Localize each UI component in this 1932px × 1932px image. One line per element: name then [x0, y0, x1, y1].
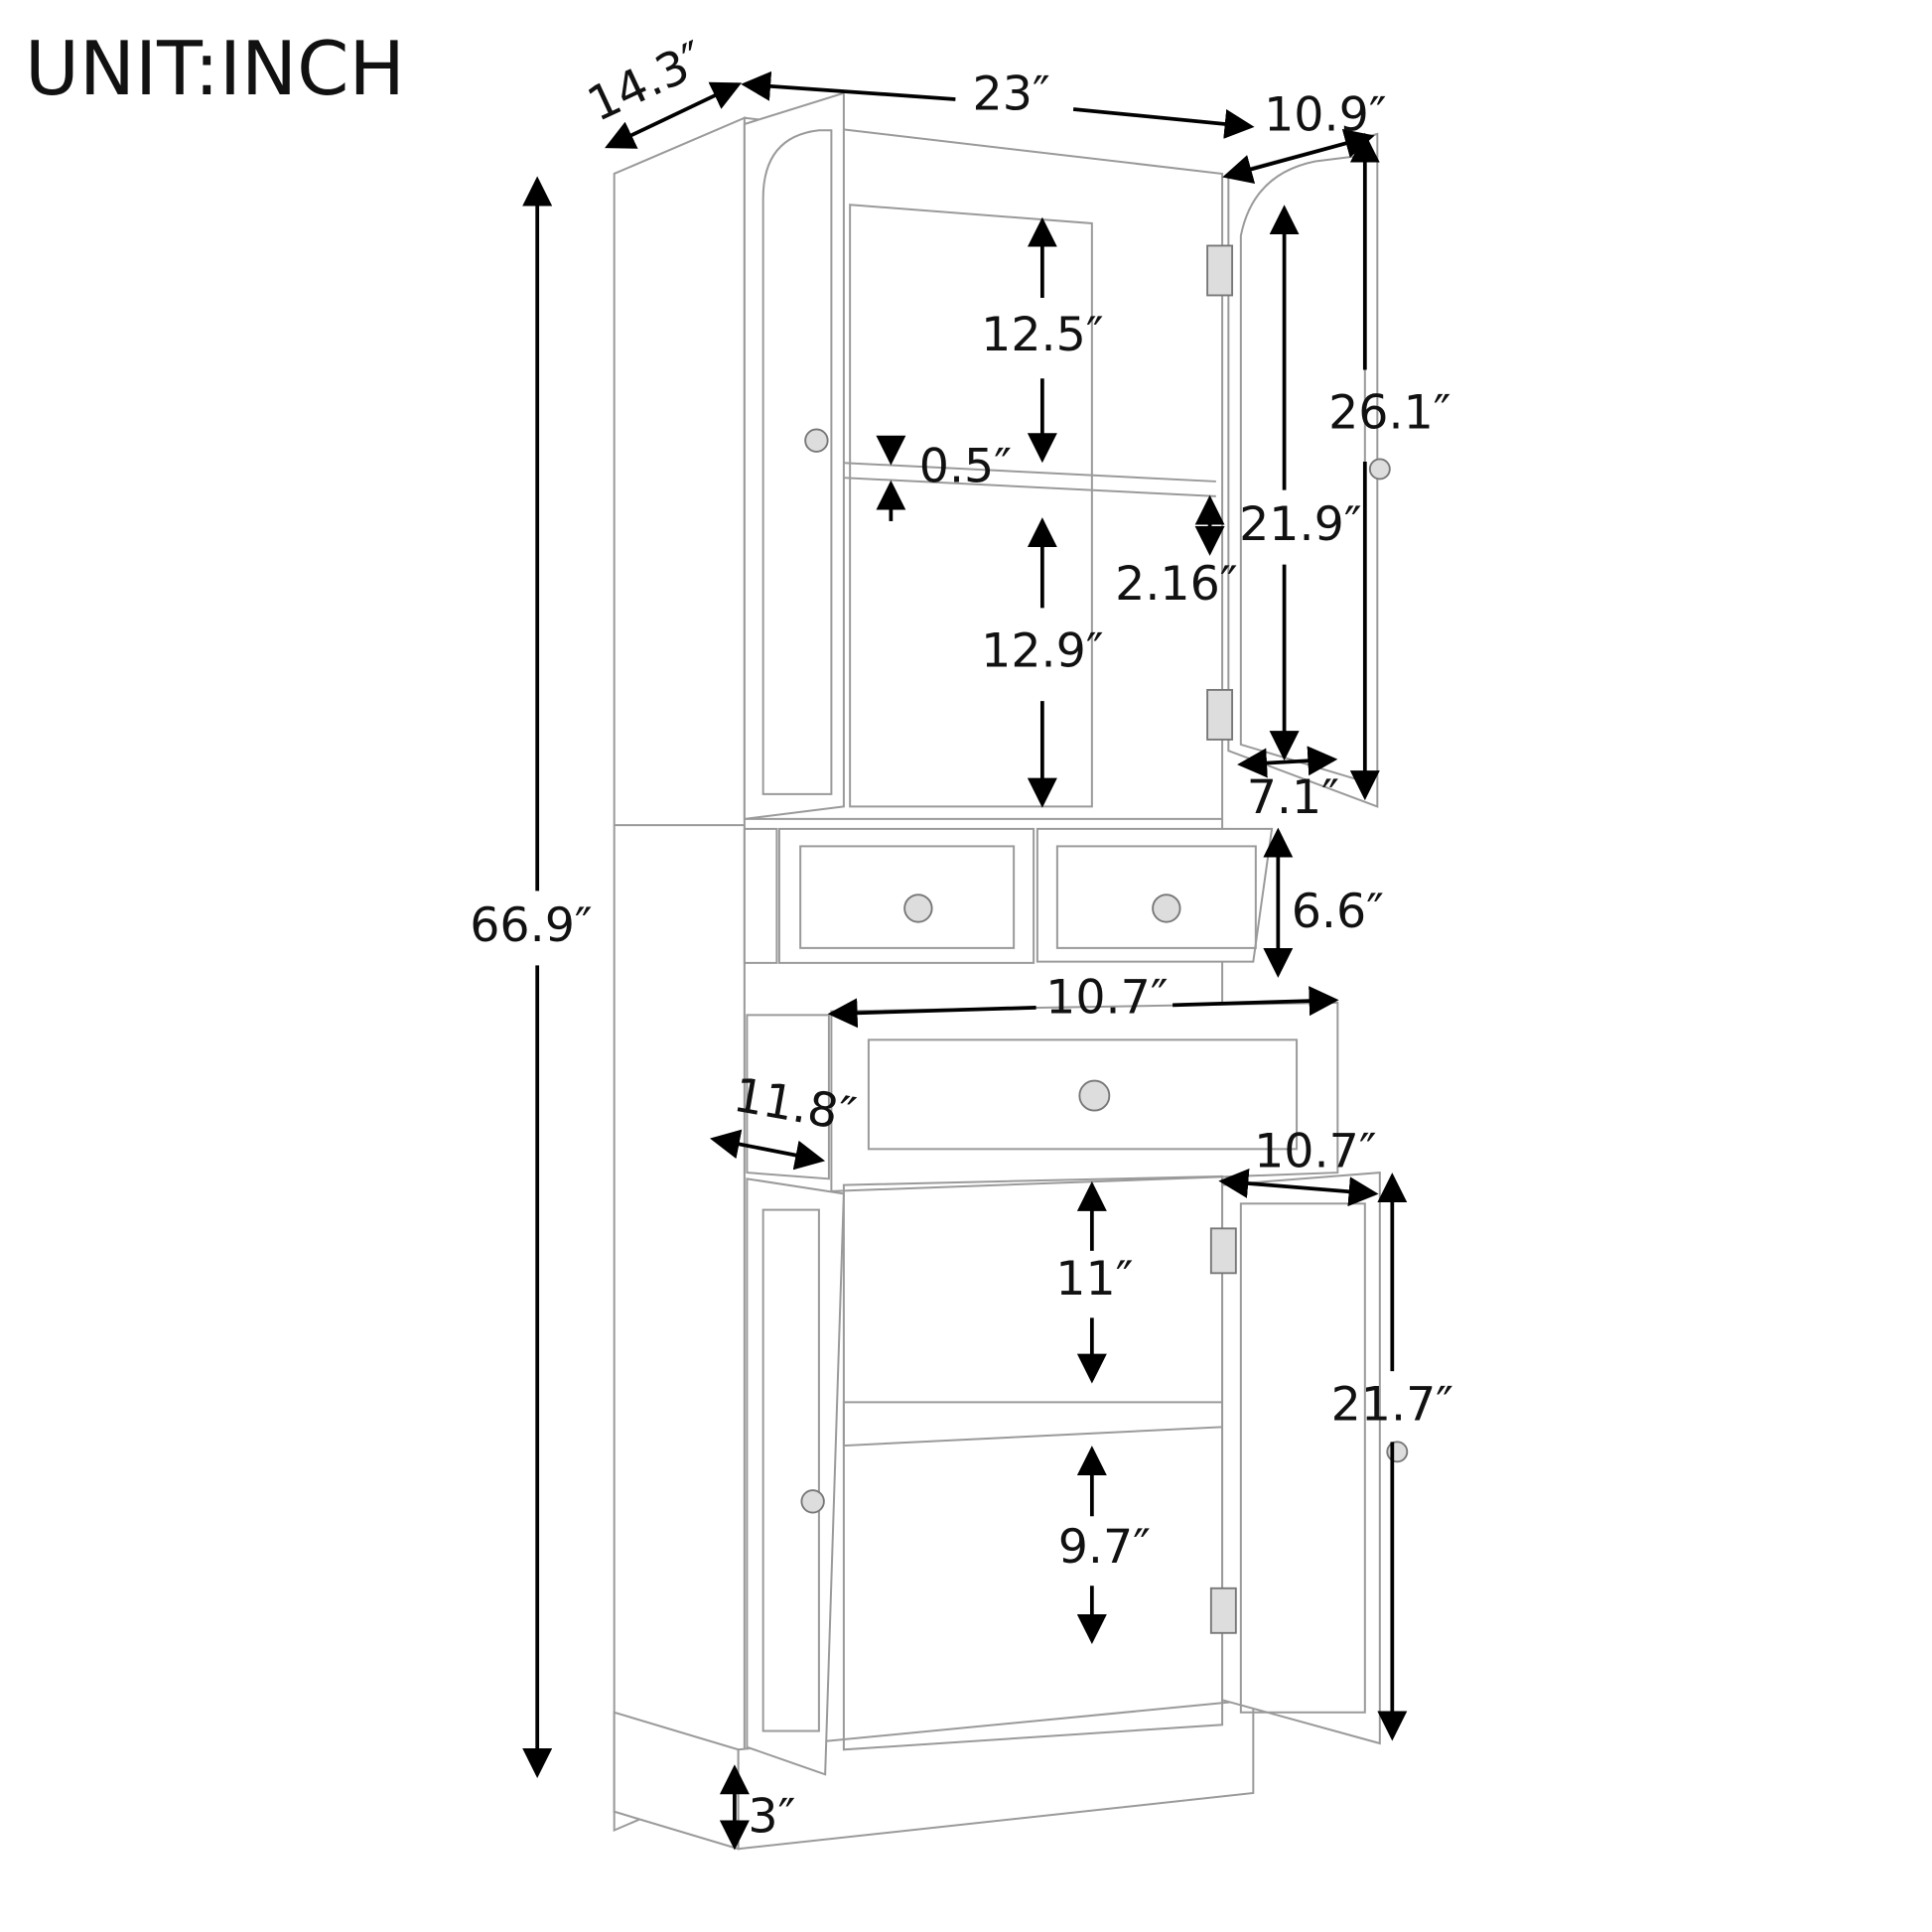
label-bottom-lower-space: 9.7″ — [1058, 1520, 1151, 1575]
label-shelf-adjust: 2.16″ — [1115, 557, 1237, 612]
label-height-total: 66.9″ — [470, 898, 592, 953]
unit-title: UNIT:INCH — [25, 25, 405, 112]
label-lower-shelf-space: 12.9″ — [981, 624, 1103, 679]
label-door-width-bottom: 10.7″ — [1254, 1124, 1376, 1178]
label-drawer-height: 6.6″ — [1292, 885, 1384, 939]
label-upper-shelf-space: 12.5″ — [981, 308, 1103, 362]
label-door-width-top: 10.9″ — [1264, 88, 1386, 143]
label-lower-door-height: 21.7″ — [1331, 1377, 1453, 1432]
label-depth-top: 14.3″ — [580, 32, 714, 133]
label-glass-width: 7.1″ — [1247, 770, 1339, 825]
label-shelf-thickness: 0.5″ — [919, 439, 1012, 493]
label-glass-height: 21.9″ — [1239, 497, 1361, 552]
label-width-total: 23″ — [973, 67, 1050, 121]
label-base-height: 3″ — [748, 1789, 795, 1844]
label-bottom-upper-space: 11″ — [1055, 1252, 1133, 1307]
dimension-labels: 14.3″ 23″ 10.9″ 12.5″ 0.5″ 26.1″ 21.9″ 2… — [470, 32, 1453, 1845]
label-drawer-width: 10.7″ — [1045, 970, 1168, 1025]
dimension-arrows — [522, 70, 1408, 1851]
label-upper-door-height: 26.1″ — [1328, 386, 1450, 441]
